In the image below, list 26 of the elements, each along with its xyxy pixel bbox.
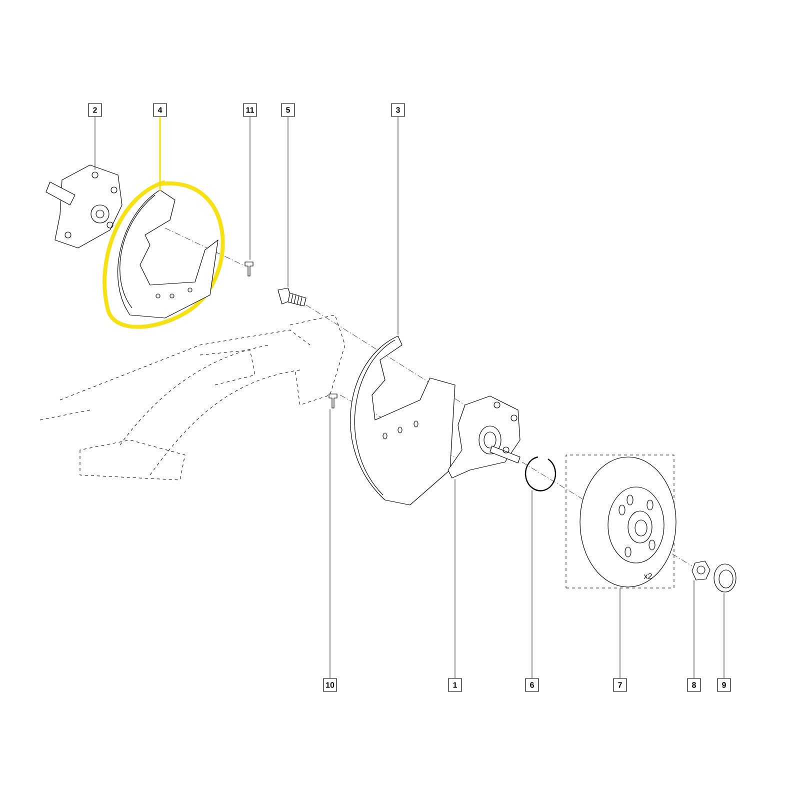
callout-number: 1	[448, 678, 462, 692]
hub-carrier-drawing	[46, 164, 122, 248]
screw-drawing	[244, 262, 254, 276]
callout-number: 4	[153, 103, 167, 117]
backing-plate-drawing	[350, 336, 456, 506]
leader-line	[454, 479, 456, 678]
callout-number: 8	[687, 678, 701, 692]
callout-number: 9	[717, 678, 731, 692]
callout-number: 7	[613, 678, 627, 692]
cap-drawing	[714, 564, 736, 592]
splash-shield-drawing	[117, 190, 218, 318]
stub-axle-drawing	[448, 396, 520, 478]
quantity-label: x2	[644, 573, 652, 579]
leader-line	[159, 116, 161, 191]
bolt-drawing	[278, 288, 306, 306]
screw-drawing	[328, 394, 338, 408]
callout-number: 5	[281, 103, 295, 117]
callout-number: 10	[323, 678, 337, 692]
dashed-frame	[566, 454, 674, 588]
leader-line	[94, 116, 96, 170]
nut-drawing	[692, 560, 710, 580]
circlip-drawing	[524, 456, 556, 492]
callout-number: 3	[391, 103, 405, 117]
callout-number: 11	[243, 103, 257, 117]
callout-number: 2	[88, 103, 102, 117]
callout-number: 6	[525, 678, 539, 692]
